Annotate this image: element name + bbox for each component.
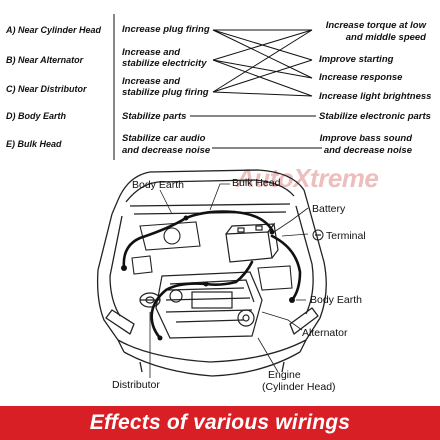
effect-4: Increase light brightness [319, 91, 432, 102]
position-b: B) Near Alternator [6, 55, 84, 65]
effect-3: Increase response [319, 72, 403, 83]
action-3b: stabilize plug firing [122, 87, 209, 98]
label-battery: Battery [312, 203, 346, 215]
label-engine: Engine [268, 369, 301, 381]
action-1: Increase plug firing [122, 24, 210, 35]
label-bulk-head: Bulk Head [232, 177, 281, 189]
label-body-earth-top: Body Earth [132, 179, 184, 191]
action-2b: stabilize electricity [122, 58, 207, 69]
terminal-label-group: Terminal [312, 229, 366, 242]
title-banner: Effects of various wirings [0, 406, 440, 440]
watermark-logo: AutoXtreme [236, 163, 379, 193]
ground-wires [122, 210, 302, 340]
engine-bay-diagram: Body Earth Bulk Head Battery Terminal Bo… [96, 14, 366, 393]
effect-2: Improve starting [319, 54, 394, 65]
position-c: C) Near Distributor [6, 84, 87, 94]
position-d: D) Body Earth [6, 111, 67, 121]
effect-6b: and decrease noise [323, 145, 412, 156]
minus-icon [312, 229, 324, 241]
callout-lines [149, 183, 309, 378]
action-2a: Increase and [122, 47, 181, 58]
effect-5: Stabilize electronic parts [319, 111, 431, 122]
label-terminal: Terminal [326, 230, 366, 242]
wire-terminals [121, 215, 295, 341]
banner-title: Effects of various wirings [89, 411, 351, 434]
position-e: E) Bulk Head [6, 139, 62, 149]
label-distributor: Distributor [112, 379, 160, 391]
car-outline [96, 169, 327, 377]
effect-1b: and middle speed [345, 32, 426, 43]
label-alternator: Alternator [302, 327, 348, 339]
action-5a: Stabilize car audio [122, 133, 206, 144]
effect-1a: Increase torque at low [325, 20, 426, 31]
label-cylinder-head: (Cylinder Head) [262, 381, 336, 393]
label-body-earth-right: Body Earth [310, 294, 362, 306]
action-4: Stabilize parts [122, 111, 187, 122]
battery-unit [225, 222, 279, 263]
action-5b: and decrease noise [122, 145, 211, 156]
effect-6a: Improve bass sound [319, 133, 412, 144]
action-3a: Increase and [122, 76, 181, 87]
connector-lines [190, 29, 322, 149]
engine-block [155, 271, 263, 339]
position-a: A) Near Cylinder Head [6, 25, 102, 35]
